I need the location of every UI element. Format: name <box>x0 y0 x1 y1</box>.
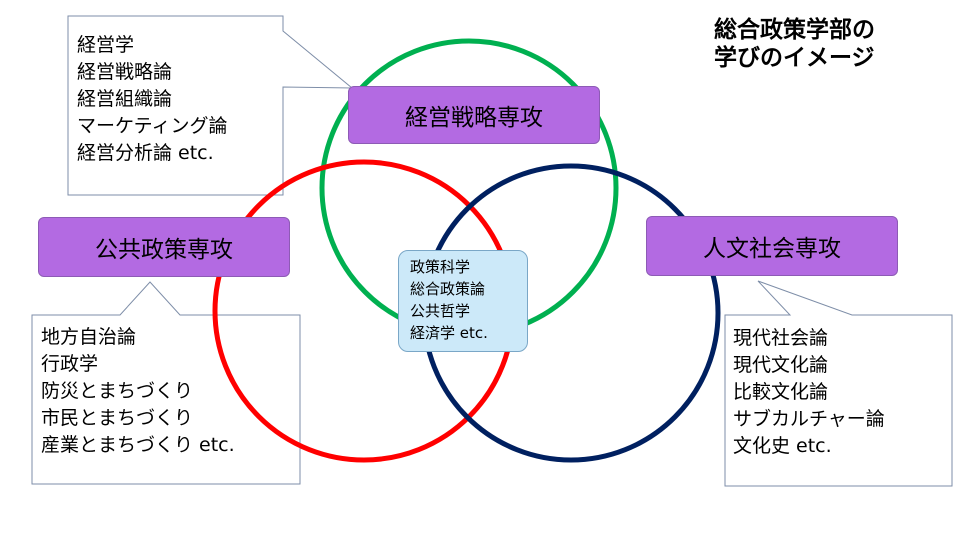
humanities-courses-callout <box>724 280 953 487</box>
list-item: 経営戦略論 <box>77 61 173 83</box>
title-line-2: 学びのイメージ <box>714 45 875 71</box>
core-course-list: 政策科学 総合政策論 公共哲学 経済学 etc. <box>410 256 488 344</box>
page-title: 総合政策学部の 学びのイメージ <box>714 16 950 72</box>
core-courses-box <box>398 250 528 352</box>
list-item: 経営分析論 etc. <box>77 142 214 164</box>
management-course-list: 経営学 経営戦略論 経営組織論 マーケティング論 経営分析論 etc. <box>77 32 227 167</box>
policy-courses-callout <box>31 281 301 485</box>
list-item: 政策科学 <box>410 258 471 276</box>
humanities-course-list: 現代社会論 現代文化論 比較文化論 サブカルチャー論 文化史 etc. <box>733 325 885 460</box>
list-item: 比較文化論 <box>733 381 829 403</box>
list-item: サブカルチャー論 <box>733 408 885 430</box>
list-item: 経営学 <box>77 34 135 56</box>
list-item: 経営組織論 <box>77 88 173 110</box>
list-item: 産業とまちづくり etc. <box>41 434 235 456</box>
list-item: 現代社会論 <box>733 327 829 349</box>
title-line-1: 総合政策学部の <box>714 17 875 43</box>
list-item: 防災とまちづくり <box>41 380 194 402</box>
list-item: 市民とまちづくり <box>41 407 194 429</box>
list-item: 公共哲学 <box>410 302 471 320</box>
humanities-major-label: 人文社会専攻 <box>646 216 898 276</box>
list-item: 行政学 <box>41 353 99 375</box>
list-item: 地方自治論 <box>41 326 137 348</box>
list-item: 現代文化論 <box>733 354 829 376</box>
policy-course-list: 地方自治論 行政学 防災とまちづくり 市民とまちづくり 産業とまちづくり etc… <box>41 324 235 459</box>
management-courses-callout <box>67 15 354 196</box>
list-item: 文化史 etc. <box>733 435 832 457</box>
list-item: 総合政策論 <box>410 280 486 298</box>
policy-major-label: 公共政策専攻 <box>38 217 290 277</box>
management-major-label: 経営戦略専攻 <box>348 86 600 144</box>
list-item: 経済学 etc. <box>410 324 488 342</box>
list-item: マーケティング論 <box>77 115 228 137</box>
